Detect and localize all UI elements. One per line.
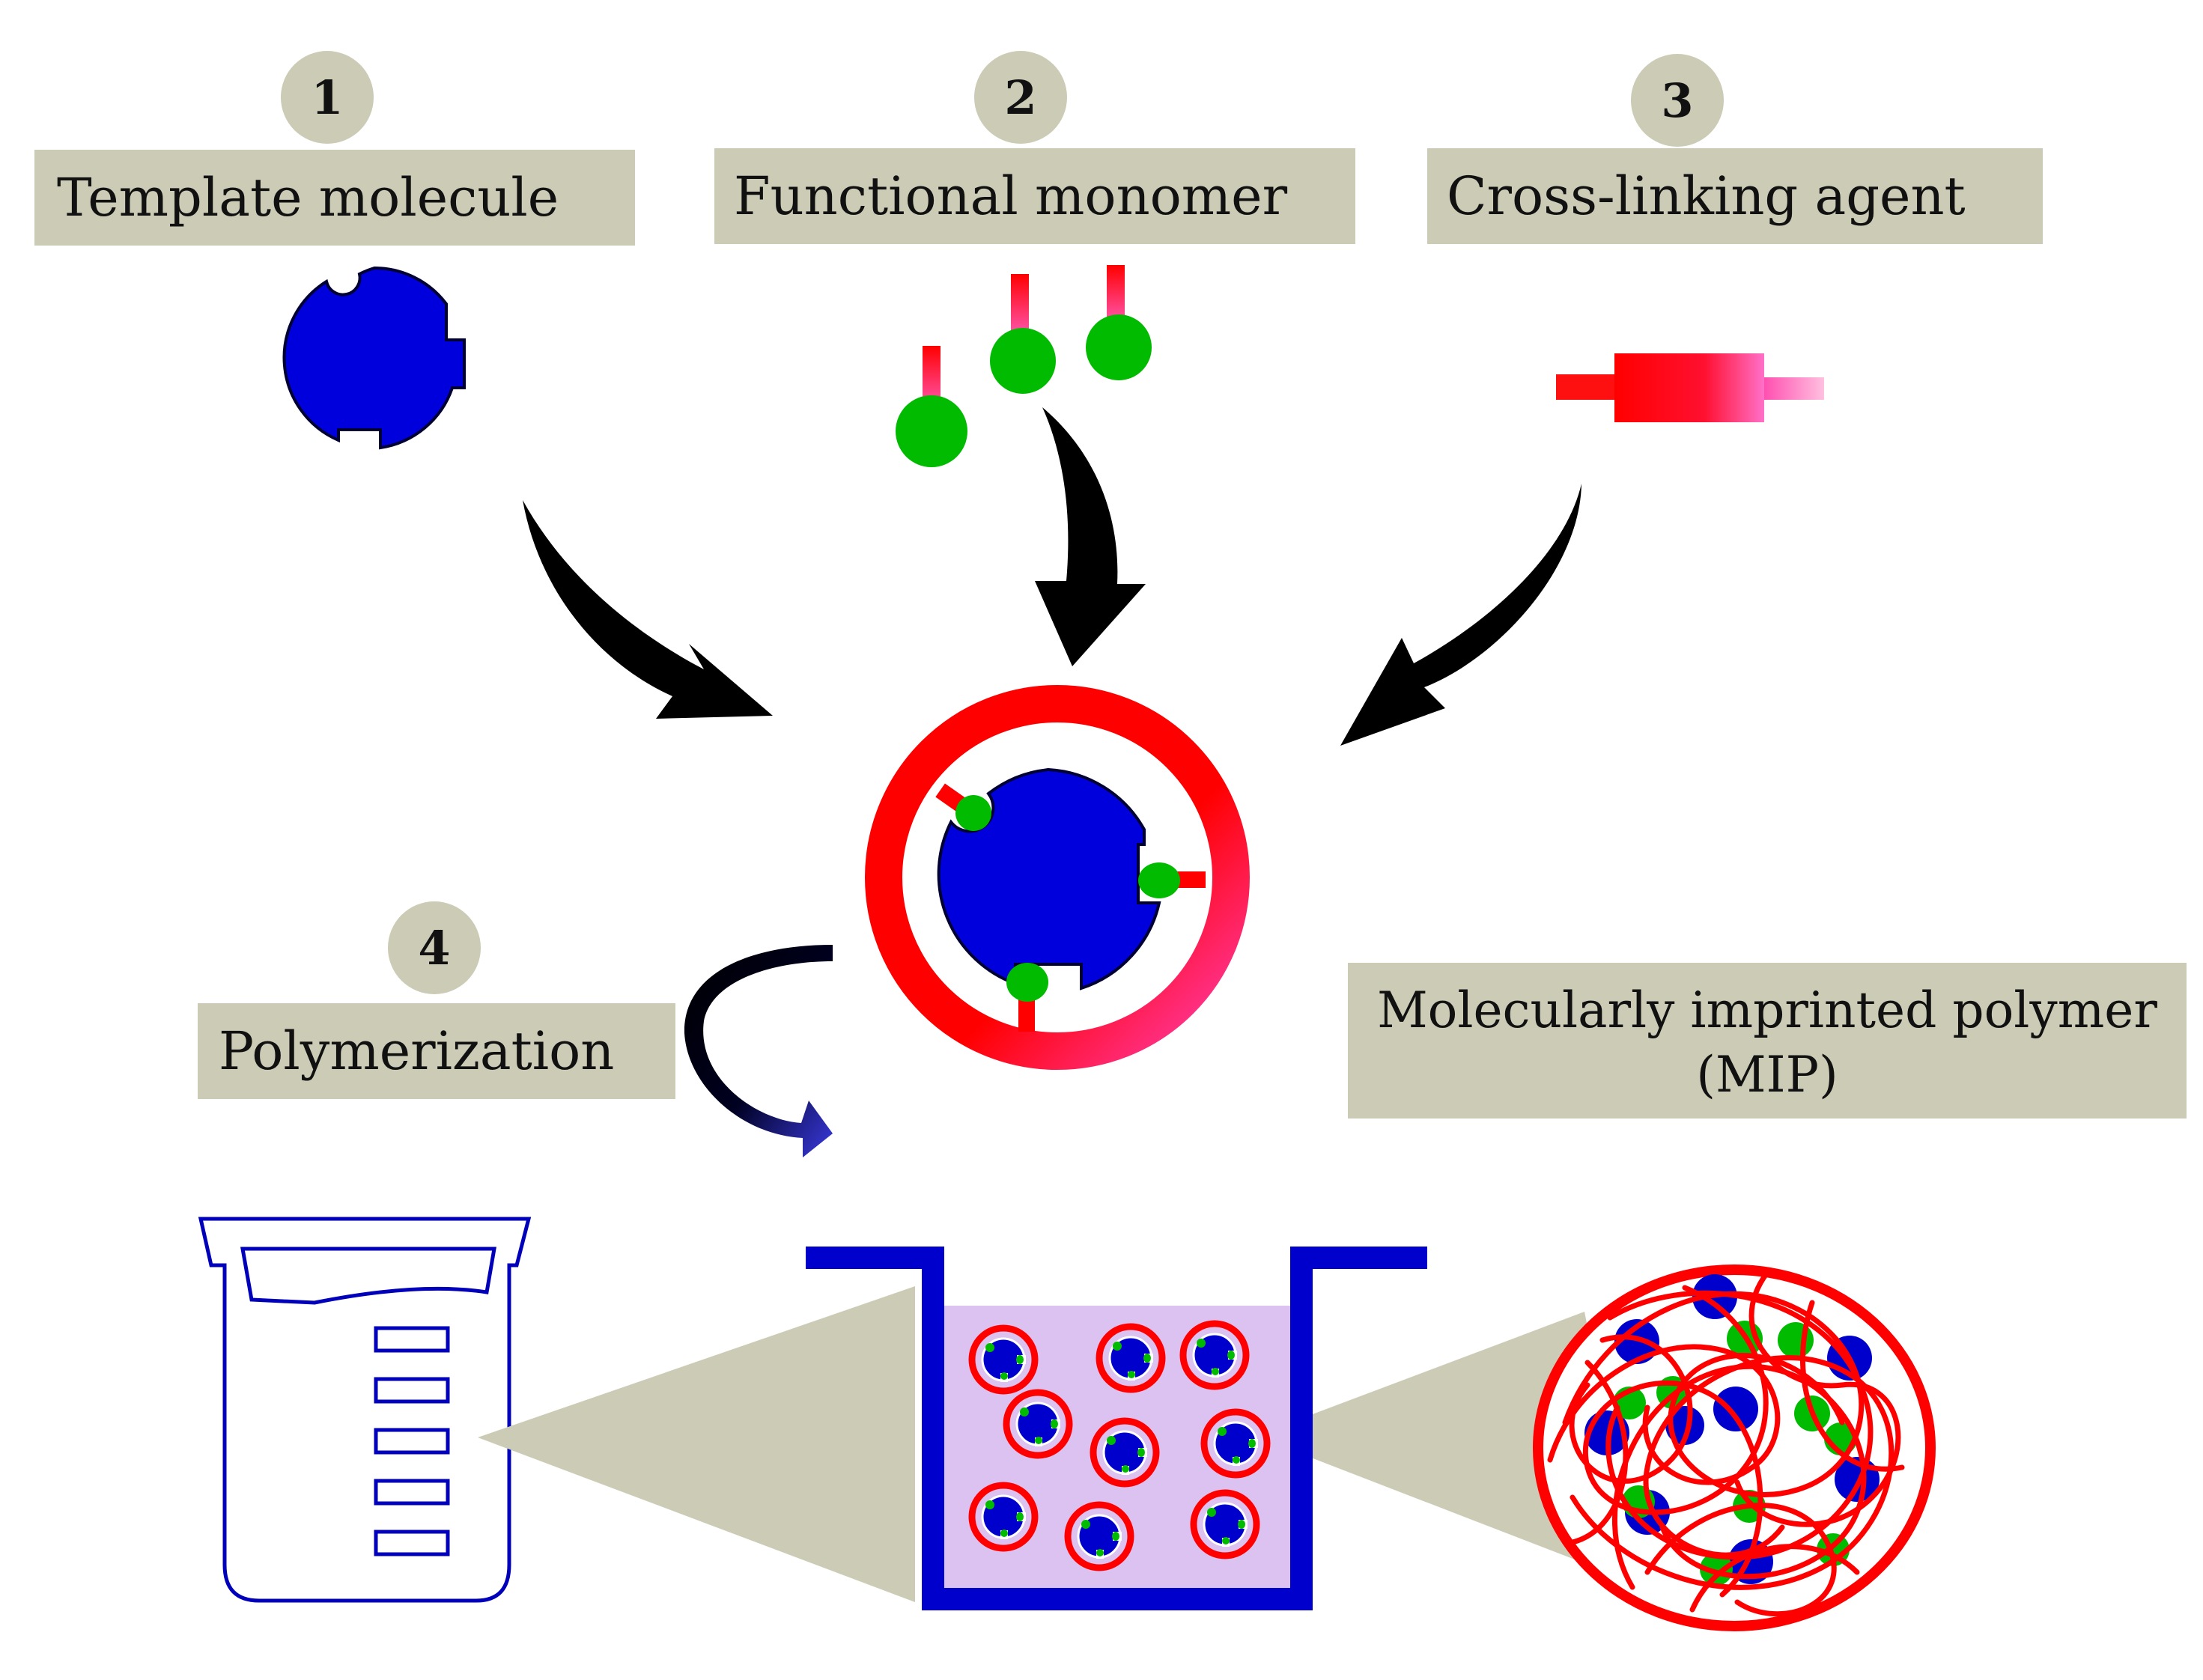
step-2-number: 2 — [1004, 70, 1036, 125]
cross-linking-agent-label-text: Cross-linking agent — [1447, 165, 1966, 227]
step-3-badge: 3 — [1631, 54, 1724, 147]
pre-polymerization-complex — [865, 685, 1250, 1070]
arrow-crosslinker-to-complex — [1340, 484, 1581, 746]
template-molecule-label: Template molecule — [34, 150, 635, 246]
mip-label: Molecularly imprinted polymer (MIP) — [1348, 963, 2187, 1119]
imprinted-particle — [1194, 1493, 1257, 1556]
imprinted-particle — [1204, 1412, 1267, 1475]
imprinted-particle — [1068, 1505, 1131, 1568]
arrow-monomer-to-complex — [1035, 407, 1146, 666]
step-1-badge: 1 — [281, 51, 374, 144]
step-3-number: 3 — [1661, 73, 1693, 128]
functional-monomer-label: Functional monomer — [714, 148, 1355, 244]
step-2-badge: 2 — [974, 51, 1067, 144]
polymerization-label-text: Polymerization — [219, 1020, 614, 1082]
polymer-network — [1533, 1264, 1936, 1631]
imprinted-particles — [972, 1324, 1267, 1568]
functional-monomer-3 — [1086, 265, 1152, 380]
step-4-number: 4 — [418, 921, 450, 976]
polymerization-label: Polymerization — [198, 1003, 675, 1099]
functional-monomer-1 — [896, 346, 967, 467]
complex-template-core — [937, 767, 1161, 990]
template-molecule-label-text: Template molecule — [57, 167, 559, 228]
mip-label-line1: Molecularly imprinted polymer — [1377, 981, 2157, 1039]
step-4-badge: 4 — [388, 901, 481, 994]
template-molecule — [282, 267, 466, 449]
imprinted-particle — [1093, 1421, 1156, 1484]
beaker — [198, 1217, 532, 1603]
imprinted-particle — [1006, 1393, 1069, 1455]
arrow-template-to-complex — [523, 500, 773, 719]
polymerization-arrow — [684, 945, 833, 1157]
imprinted-particle — [972, 1485, 1035, 1548]
step-1-number: 1 — [311, 70, 343, 125]
zoom-cone-left — [478, 1286, 915, 1602]
cross-linking-agent-label: Cross-linking agent — [1427, 148, 2043, 244]
imprinted-particle — [1099, 1327, 1162, 1390]
functional-monomer-2 — [990, 274, 1056, 394]
functional-monomer-label-text: Functional monomer — [734, 165, 1288, 227]
mip-label-line2: (MIP) — [1696, 1046, 1838, 1104]
imprinted-particle — [972, 1328, 1035, 1391]
cross-linking-agent — [1556, 353, 1824, 422]
imprinted-particle — [1183, 1324, 1246, 1387]
zoom-cone-right — [1255, 1312, 1638, 1584]
